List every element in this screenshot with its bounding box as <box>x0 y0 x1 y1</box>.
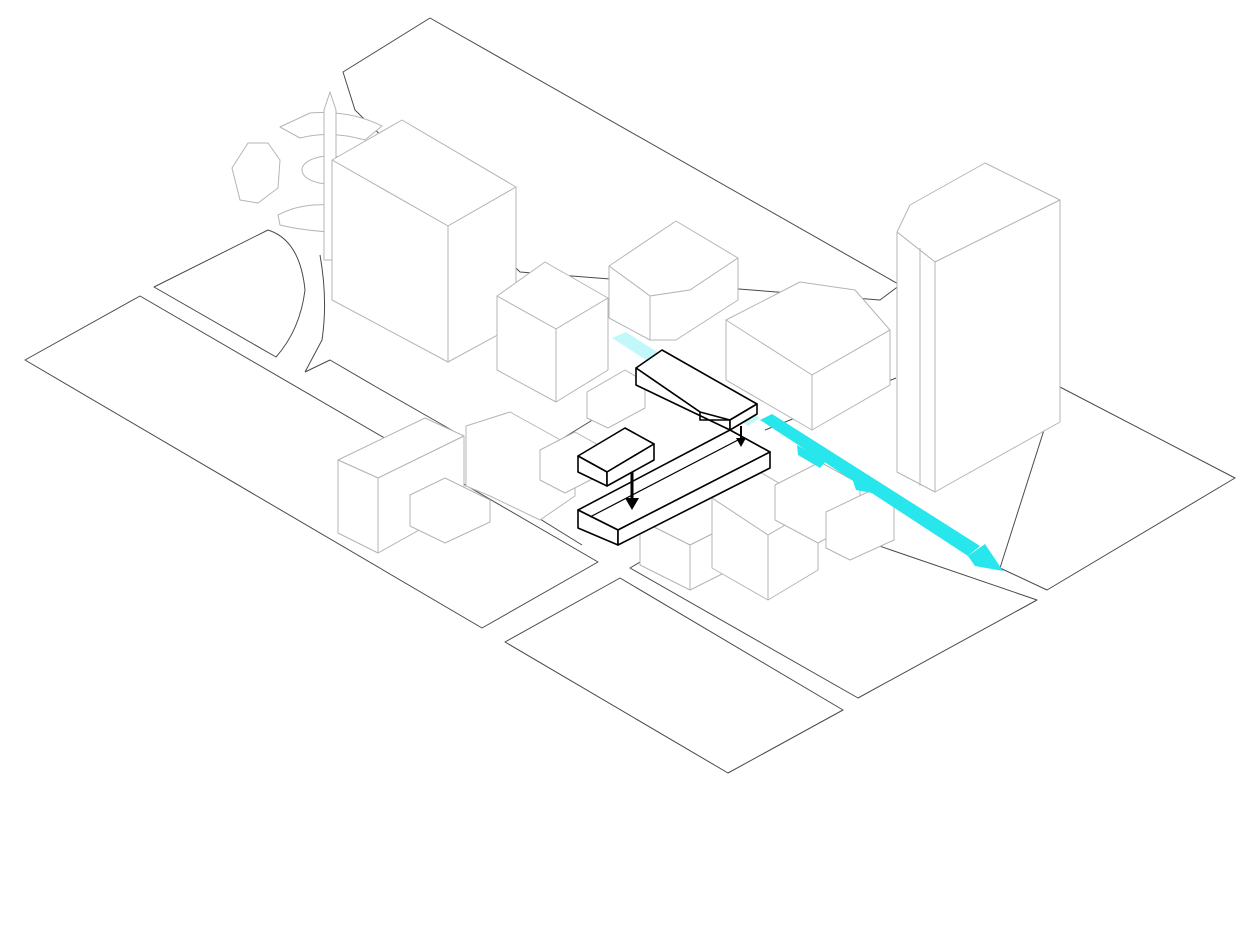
plaza-elements <box>231 91 383 261</box>
down-arrow-icon <box>625 472 639 510</box>
building-c-right <box>649 257 739 341</box>
plaza-curved-bench-2 <box>231 142 281 204</box>
small-volume-right <box>606 443 655 487</box>
building-b-right <box>555 297 609 403</box>
building-i <box>586 369 646 429</box>
context-buildings <box>331 119 1061 601</box>
block-northwest-lawn <box>153 229 306 358</box>
base-bar-inner-edge <box>589 439 739 518</box>
corridor-band-strong <box>760 414 980 556</box>
corridor-shadow-steps <box>797 445 872 493</box>
block-north-plaza <box>342 17 901 301</box>
block-south <box>504 577 844 774</box>
building-g <box>409 477 491 544</box>
tower-e-right <box>934 199 1061 493</box>
arrows <box>625 426 746 510</box>
long-volume-right <box>729 403 758 431</box>
building-h <box>465 411 576 521</box>
street-edge-center <box>304 254 456 433</box>
tower-e-left <box>896 231 936 493</box>
building-d-right <box>811 329 891 431</box>
base-bar-right <box>617 451 771 546</box>
down-arrow-icon <box>736 426 746 447</box>
block-east <box>999 385 1236 591</box>
block-west <box>24 295 599 629</box>
corridor-arrow-icon <box>968 544 1003 571</box>
focus-volumes <box>577 349 771 546</box>
